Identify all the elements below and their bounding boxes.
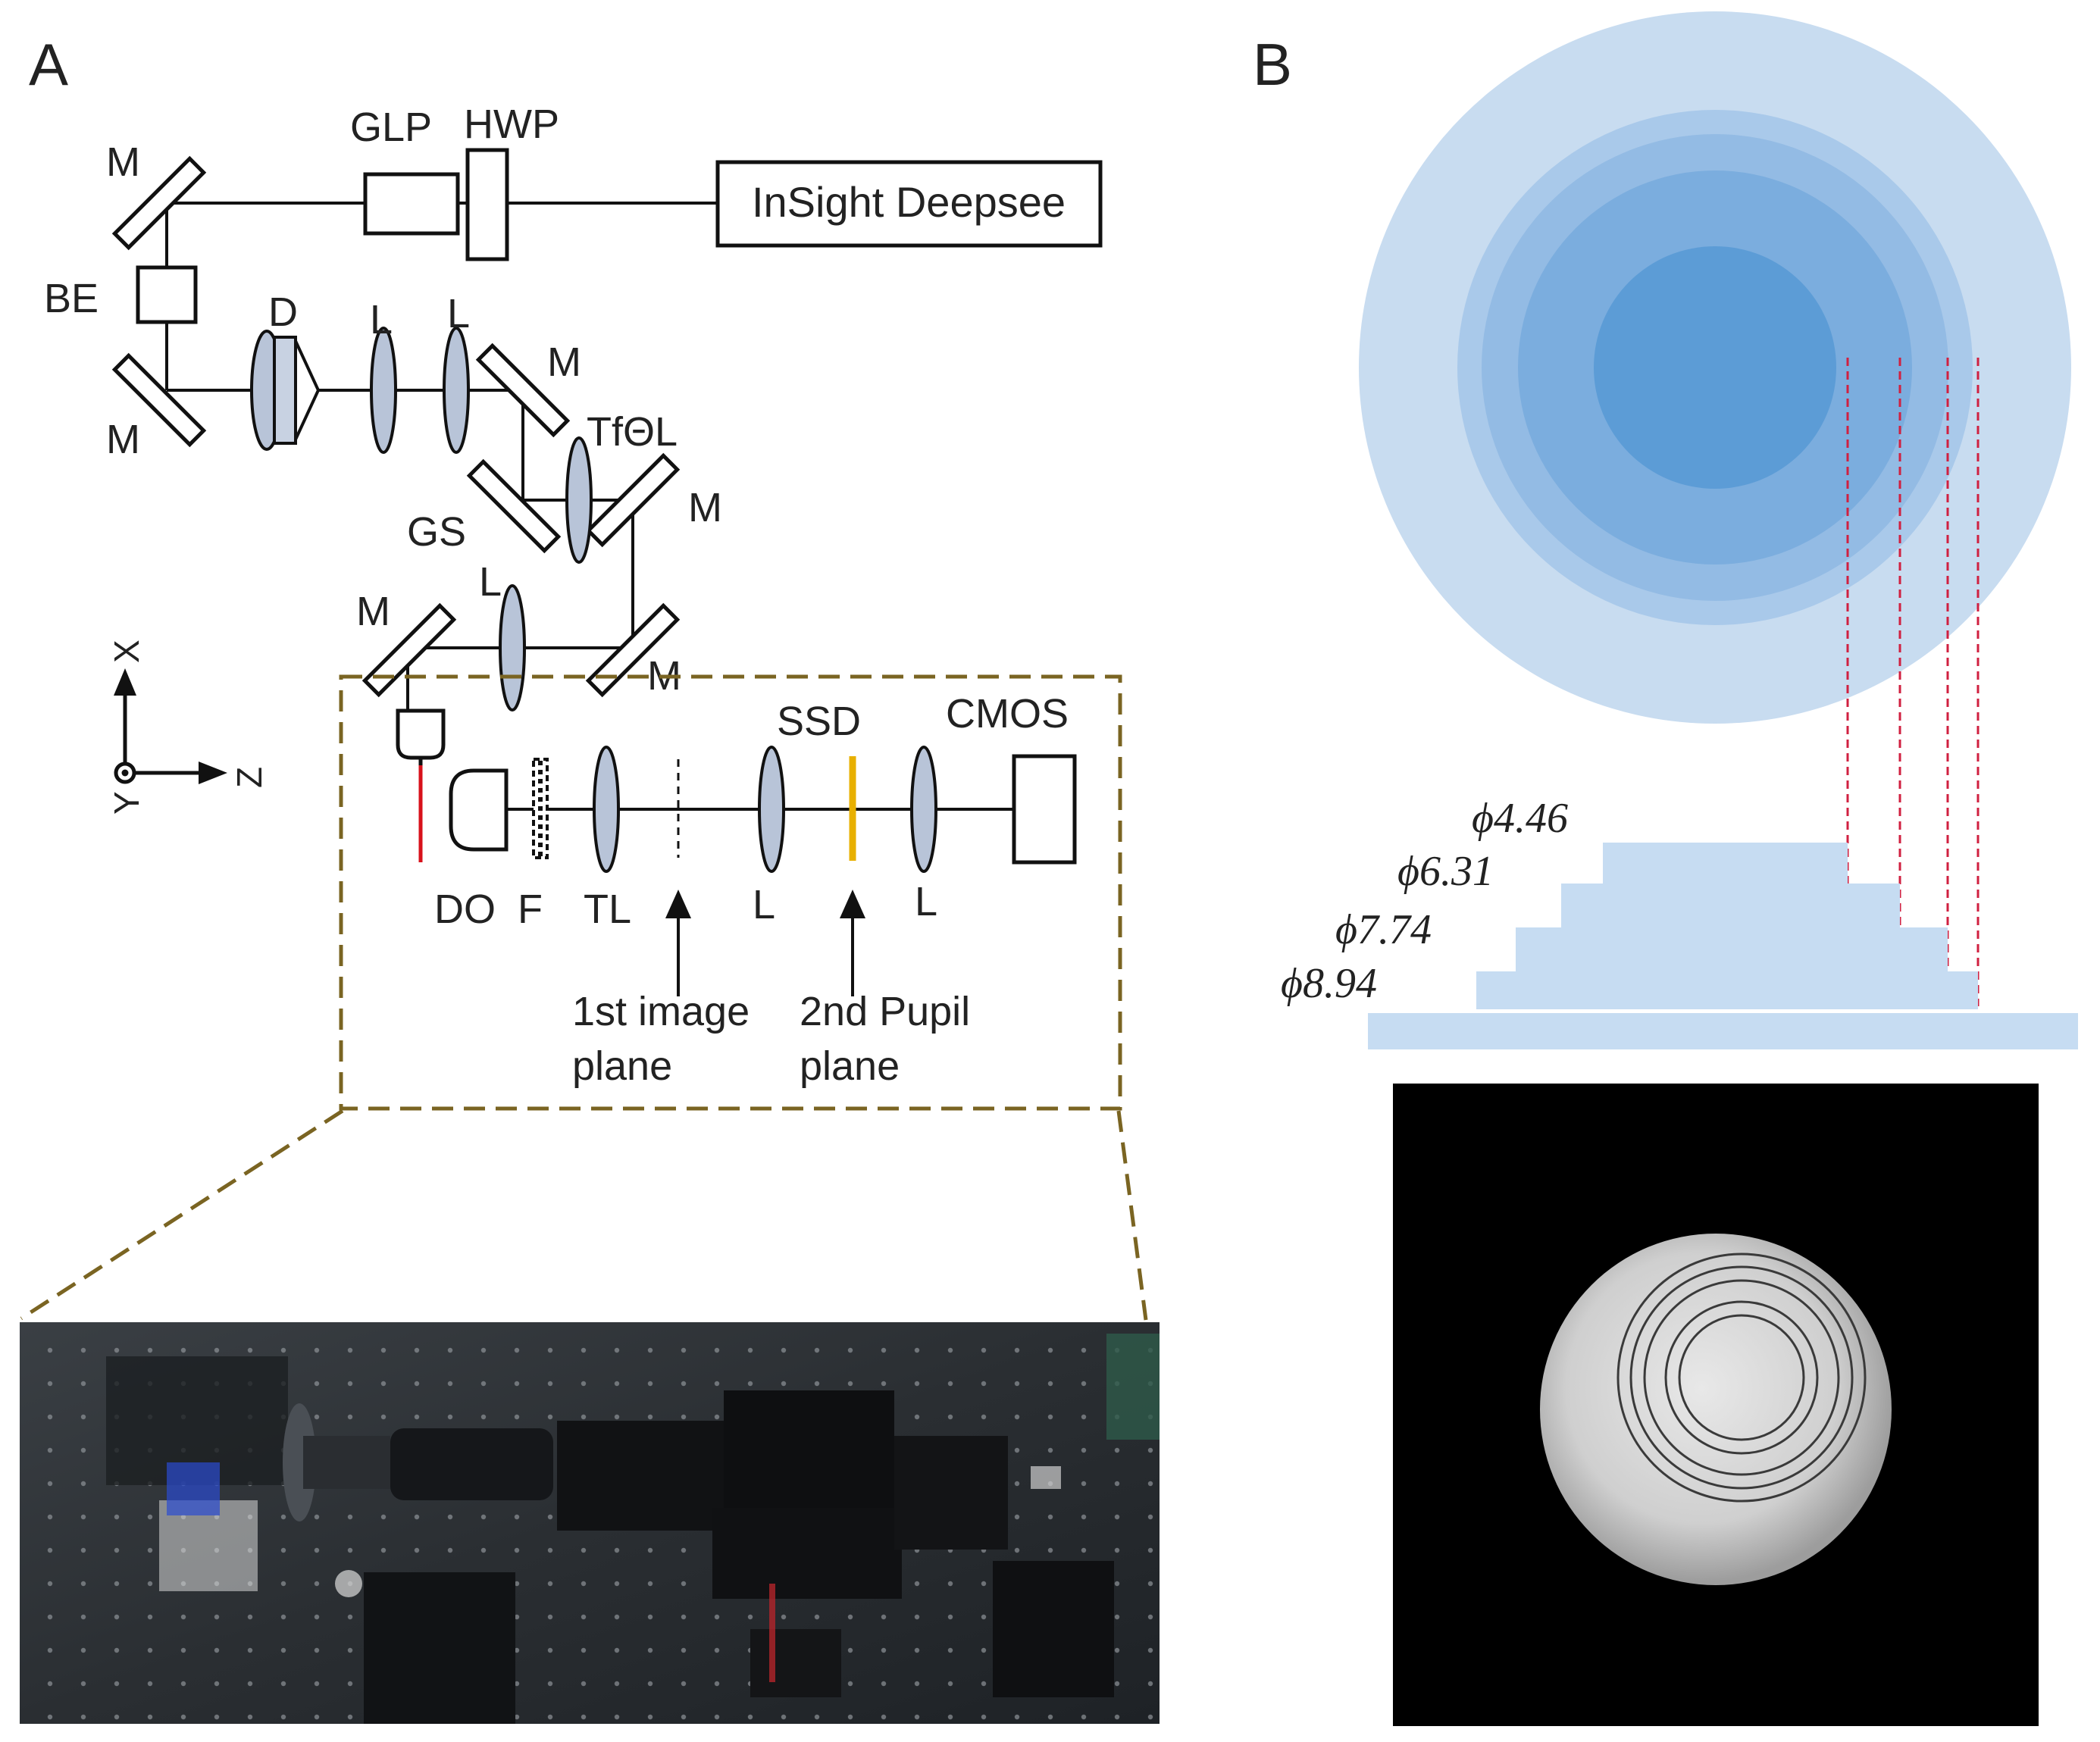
lens-4 <box>758 746 785 873</box>
filter-element <box>532 758 549 859</box>
ssd-microscope-image <box>1393 1084 2039 1726</box>
lenses <box>370 327 937 873</box>
second-pupil-plane-label-line-1: 2nd Pupil <box>800 989 970 1034</box>
ssd-label: SSD <box>777 699 861 744</box>
panel-b-letter: B <box>1253 31 1292 98</box>
first-image-plane-arrow <box>665 890 691 996</box>
mirror-6 <box>361 602 457 698</box>
mirrors <box>111 155 681 698</box>
cmos-element <box>1012 754 1077 865</box>
mirror-2 <box>111 352 207 448</box>
detection-objective-label: DO <box>434 887 496 932</box>
filter-label: F <box>518 887 543 932</box>
panel-a: A InSight Deepsee HWP GLP <box>20 31 1160 1724</box>
mirror-1 <box>111 155 207 251</box>
lens-label-4: L <box>753 882 775 927</box>
mirror-label-1: M <box>106 139 140 185</box>
galvo-scanner-label: GS <box>407 509 466 555</box>
lens-label-1: L <box>370 297 393 342</box>
panel-a-letter: A <box>29 31 68 98</box>
mirror-label-4: M <box>688 485 722 530</box>
illumination-objective <box>396 708 446 765</box>
lens-5 <box>910 746 937 873</box>
first-image-plane-label-line-2: plane <box>572 1043 672 1089</box>
zoom-connector-right <box>1116 1110 1148 1321</box>
zoom-connector-left <box>20 1109 344 1321</box>
ssd-step-4 <box>1476 971 1978 1009</box>
lens-label-2: L <box>447 291 470 336</box>
tube-lens-element <box>593 746 620 873</box>
axis-x-label: X <box>107 640 146 663</box>
lens-label-5: L <box>915 879 937 924</box>
first-image-plane-label-line-1: 1st image <box>572 989 750 1034</box>
ssd-step-3 <box>1516 927 1948 974</box>
beam-expander-element <box>136 265 198 324</box>
dispersion-label: D <box>268 289 298 335</box>
second-pupil-plane-arrow <box>840 890 865 996</box>
ssd-step-label-4: ϕ8.94 <box>1281 960 1377 1007</box>
ssd-guide-lines <box>1846 358 1980 1006</box>
dispersion-element <box>250 330 321 451</box>
ssd-step-2 <box>1561 884 1900 930</box>
glp-element <box>363 172 460 236</box>
mirror-label-2: M <box>106 417 140 462</box>
ssd-step-label-1: ϕ4.46 <box>1472 795 1568 842</box>
axis-y-label: Y <box>107 791 146 815</box>
ssd-step-1 <box>1603 843 1848 887</box>
hwp-element <box>465 148 509 261</box>
glp-label: GLP <box>350 105 432 150</box>
mirror-label-6: M <box>356 589 390 634</box>
tftheta-lens-element <box>565 436 593 564</box>
lens-label-3: L <box>479 559 502 605</box>
laser-label: InSight Deepsee <box>752 178 1066 226</box>
ssd-step-label-2: ϕ6.31 <box>1397 848 1494 895</box>
ssd-cross-section <box>1368 843 2078 1049</box>
lens-1 <box>370 327 397 454</box>
mirror-4 <box>585 452 681 548</box>
mirror-label-3: M <box>547 339 581 385</box>
setup-photo <box>20 1322 1160 1724</box>
axis-indicator <box>114 668 227 784</box>
ssd-top-view <box>1359 11 2071 724</box>
beam-expander-label: BE <box>44 276 99 321</box>
lens-2 <box>443 327 470 454</box>
lens-3 <box>499 584 526 711</box>
inset-dashed-box <box>339 674 1122 1111</box>
second-pupil-plane-label-line-2: plane <box>800 1043 900 1089</box>
tftheta-lens-label: TfΘL <box>587 409 678 455</box>
hwp-label: HWP <box>464 102 559 147</box>
panel-b: B ϕ4.46 ϕ6.31 ϕ7.74 ϕ8.94 <box>1253 11 2078 1726</box>
detection-objective-element <box>449 768 509 852</box>
galvo-scanner-mirror <box>466 458 562 554</box>
mirror-3 <box>475 342 571 438</box>
ssd-ring-inner <box>1594 246 1836 489</box>
axis-z-label: Z <box>230 767 269 788</box>
cmos-label: CMOS <box>946 691 1069 737</box>
tube-lens-label: TL <box>584 887 631 932</box>
laser-box <box>715 160 1103 248</box>
ssd-step-label-3: ϕ7.74 <box>1335 906 1432 953</box>
mirror-5 <box>585 602 681 698</box>
ssd-substrate <box>1368 1013 2078 1049</box>
